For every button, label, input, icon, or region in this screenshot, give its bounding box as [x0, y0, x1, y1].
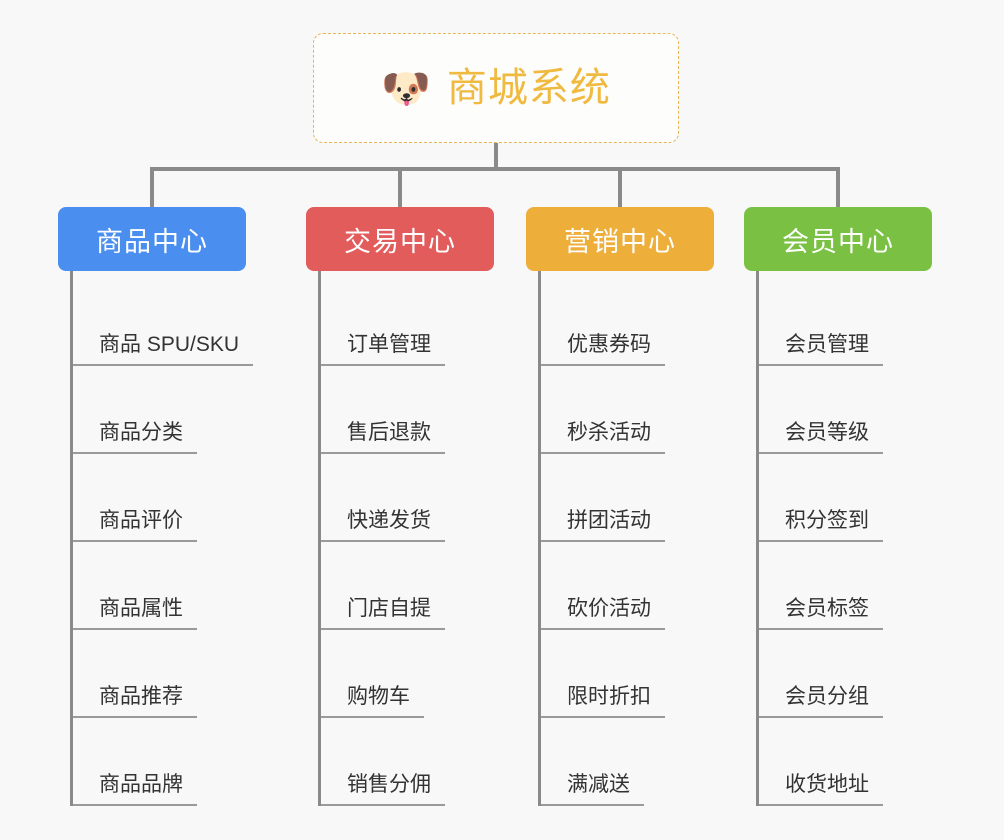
- leaf-item[interactable]: 收货地址: [759, 718, 932, 806]
- leaf-item-label: 售后退款: [345, 422, 445, 454]
- leaf-item[interactable]: 商品分类: [73, 366, 246, 454]
- leaf-list-1: 商品 SPU/SKU 商品分类商品评价商品属性商品推荐商品品牌: [70, 271, 254, 806]
- leaf-item[interactable]: 购物车: [321, 630, 494, 718]
- category-label: 交易中心: [344, 226, 456, 257]
- leaf-item[interactable]: 快递发货: [321, 454, 494, 542]
- leaf-item-label: 秒杀活动: [565, 422, 665, 454]
- leaf-item[interactable]: 门店自提: [321, 542, 494, 630]
- leaf-item[interactable]: 优惠券码: [541, 278, 714, 366]
- category-column-3: 营销中心优惠券码秒杀活动拼团活动砍价活动限时折扣满减送: [526, 207, 714, 806]
- connector-horizontal-bus: [150, 167, 840, 171]
- leaf-item[interactable]: 商品推荐: [73, 630, 246, 718]
- leaf-item-label: 销售分佣: [345, 774, 445, 806]
- category-box-4[interactable]: 会员中心: [744, 207, 932, 271]
- category-column-2: 交易中心订单管理售后退款快递发货门店自提购物车销售分佣: [306, 207, 494, 806]
- leaf-item[interactable]: 会员标签: [759, 542, 932, 630]
- leaf-item[interactable]: 满减送: [541, 718, 714, 806]
- leaf-item-label: 购物车: [345, 686, 424, 718]
- leaf-item-label: 砍价活动: [565, 598, 665, 630]
- leaf-item-label: 会员分组: [783, 686, 883, 718]
- leaf-item-label: 商品分类: [97, 422, 197, 454]
- leaf-item-label: 商品评价: [97, 510, 197, 542]
- leaf-item[interactable]: 销售分佣: [321, 718, 494, 806]
- leaf-item-label: 商品属性: [97, 598, 197, 630]
- leaf-item[interactable]: 秒杀活动: [541, 366, 714, 454]
- dog-face-icon: 🐶: [381, 67, 431, 111]
- connector-root-stem: [494, 143, 498, 170]
- leaf-item[interactable]: 会员等级: [759, 366, 932, 454]
- leaf-item[interactable]: 商品评价: [73, 454, 246, 542]
- leaf-item[interactable]: 订单管理: [321, 278, 494, 366]
- leaf-item-label: 限时折扣: [565, 686, 665, 718]
- leaf-item-label: 快递发货: [345, 510, 445, 542]
- root-title: 商城系统: [446, 66, 611, 110]
- leaf-item-label: 会员标签: [783, 598, 883, 630]
- connector-drop-3: [618, 167, 622, 207]
- leaf-item-label: 商品 SPU/SKU: [97, 334, 254, 366]
- leaf-item-label: 收货地址: [783, 774, 883, 806]
- root-node[interactable]: 🐶 商城系统: [313, 33, 679, 143]
- category-box-1[interactable]: 商品中心: [58, 207, 246, 271]
- leaf-item-label: 会员管理: [783, 334, 883, 366]
- connector-drop-1: [150, 167, 154, 207]
- leaf-item[interactable]: 会员分组: [759, 630, 932, 718]
- category-column-1: 商品中心商品 SPU/SKU 商品分类商品评价商品属性商品推荐商品品牌: [58, 207, 254, 806]
- leaf-item-label: 优惠券码: [565, 334, 665, 366]
- leaf-item-label: 订单管理: [345, 334, 445, 366]
- leaf-item-label: 积分签到: [783, 510, 883, 542]
- leaf-item[interactable]: 商品 SPU/SKU: [73, 278, 254, 366]
- category-label: 商品中心: [96, 226, 208, 257]
- leaf-item[interactable]: 限时折扣: [541, 630, 714, 718]
- category-column-4: 会员中心会员管理会员等级积分签到会员标签会员分组收货地址: [744, 207, 932, 806]
- leaf-item-label: 满减送: [565, 774, 644, 806]
- leaf-item-label: 拼团活动: [565, 510, 665, 542]
- leaf-item[interactable]: 商品属性: [73, 542, 246, 630]
- leaf-list-4: 会员管理会员等级积分签到会员标签会员分组收货地址: [756, 271, 932, 806]
- leaf-item-label: 会员等级: [783, 422, 883, 454]
- category-box-2[interactable]: 交易中心: [306, 207, 494, 271]
- leaf-list-3: 优惠券码秒杀活动拼团活动砍价活动限时折扣满减送: [538, 271, 714, 806]
- category-label: 营销中心: [564, 226, 676, 257]
- category-label: 会员中心: [782, 226, 894, 257]
- leaf-item[interactable]: 砍价活动: [541, 542, 714, 630]
- leaf-item-label: 商品推荐: [97, 686, 197, 718]
- leaf-item[interactable]: 积分签到: [759, 454, 932, 542]
- leaf-item[interactable]: 会员管理: [759, 278, 932, 366]
- leaf-item[interactable]: 商品品牌: [73, 718, 246, 806]
- connector-drop-4: [836, 167, 840, 207]
- leaf-item[interactable]: 售后退款: [321, 366, 494, 454]
- leaf-item[interactable]: 拼团活动: [541, 454, 714, 542]
- leaf-list-2: 订单管理售后退款快递发货门店自提购物车销售分佣: [318, 271, 494, 806]
- leaf-item-label: 商品品牌: [97, 774, 197, 806]
- connector-drop-2: [398, 167, 402, 207]
- leaf-item-label: 门店自提: [345, 598, 445, 630]
- category-box-3[interactable]: 营销中心: [526, 207, 714, 271]
